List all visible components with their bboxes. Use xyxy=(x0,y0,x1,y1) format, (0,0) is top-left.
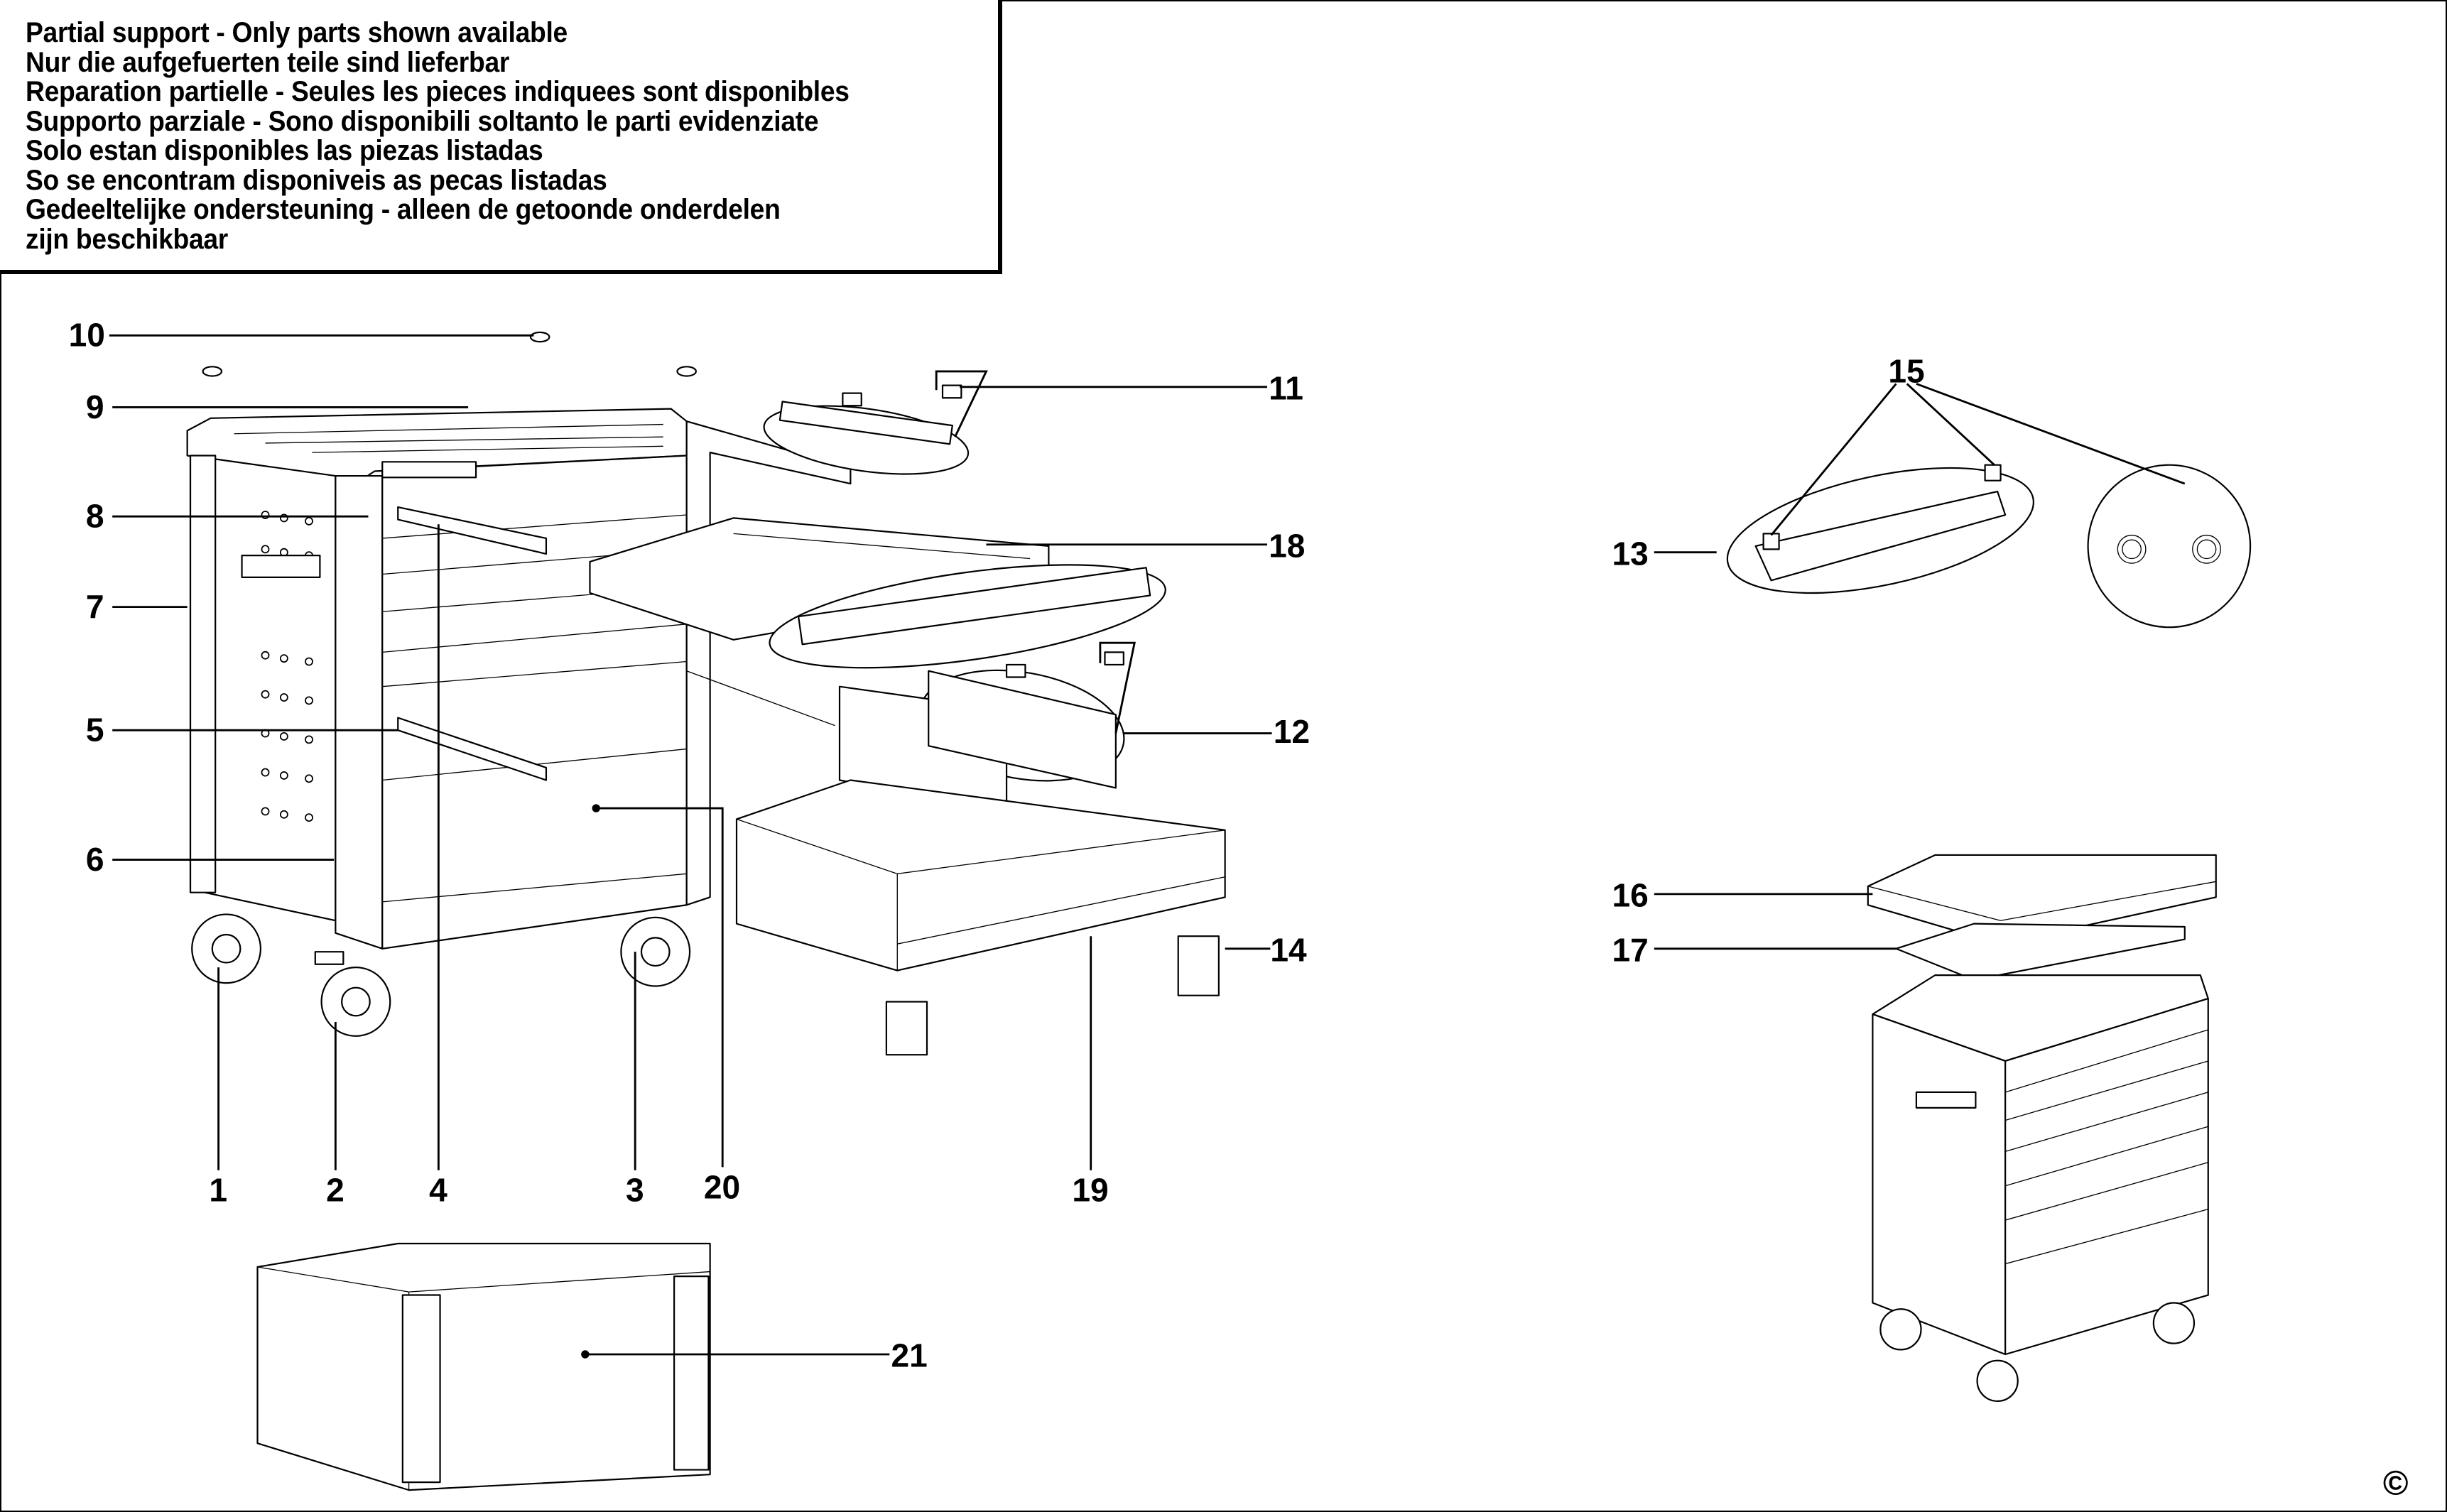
notice-line-nl: Gedeeltelijke ondersteuning - alleen de … xyxy=(26,194,781,225)
callout-4: 4 xyxy=(429,1172,447,1209)
tool-cabinet-assembly xyxy=(186,331,852,1037)
callout-7: 7 xyxy=(86,588,104,625)
rear-corner-post xyxy=(189,455,217,893)
front-corner-post xyxy=(335,474,384,950)
spring-detail-bubble-15 xyxy=(2087,464,2252,629)
bottom-drawer-21 xyxy=(256,1242,711,1491)
callout-13: 13 xyxy=(1612,535,1649,572)
callout-12: 12 xyxy=(1274,713,1310,750)
callout-1: 1 xyxy=(209,1172,227,1209)
notice-line-es: Solo estan disponibles las piezas listad… xyxy=(26,135,543,166)
notice-line-fr: Reparation partielle - Seules les pieces… xyxy=(26,76,850,107)
top-mat-17 xyxy=(1895,923,2186,981)
notice-line-de: Nur die aufgefuerten teile sind lieferba… xyxy=(26,46,510,78)
callout-11: 11 xyxy=(1269,369,1303,406)
callout-20: 20 xyxy=(704,1168,740,1205)
callout-3: 3 xyxy=(626,1172,644,1209)
notice-line-it: Supporto parziale - Sono disponibili sol… xyxy=(26,105,819,137)
notice-line-pt: So se encontram disponiveis as pecas lis… xyxy=(26,164,607,196)
drawer-corner-14 xyxy=(1177,935,1220,996)
handle-13 xyxy=(1754,490,2007,582)
drawer-slide-pair-upper xyxy=(397,506,548,555)
callout-16: 16 xyxy=(1612,876,1649,913)
callout-6: 6 xyxy=(86,841,104,878)
deep-drawer-19 xyxy=(735,779,1226,972)
callout-9: 9 xyxy=(86,388,104,425)
leader-lines xyxy=(109,334,2186,1356)
drawer-handle-18 xyxy=(798,567,1151,646)
callout-21: 21 xyxy=(891,1337,927,1374)
callout-8: 8 xyxy=(86,498,104,535)
copyright-mark: © xyxy=(2383,1464,2409,1503)
callout-labels: 10 9 8 7 5 6 1 2 4 3 20 19 11 18 12 14 2… xyxy=(69,317,2409,1503)
top-lid-16 xyxy=(1867,854,2217,945)
casters xyxy=(191,913,691,1037)
drawer-slide-pair-lower xyxy=(397,717,548,781)
callout-5: 5 xyxy=(86,712,104,749)
callout-10: 10 xyxy=(69,317,105,354)
callout-19: 19 xyxy=(1072,1172,1108,1209)
drawer-handle-12 xyxy=(928,670,1117,789)
drawer-corner-14b xyxy=(885,1001,928,1056)
facom-logo-front xyxy=(381,461,477,479)
top-nuts xyxy=(202,331,697,377)
callout-15: 15 xyxy=(1888,352,1924,389)
callout-14: 14 xyxy=(1270,931,1307,968)
springs-15 xyxy=(2117,534,2221,564)
notice-line-nl-cont: zijn beschikbaar xyxy=(26,223,228,255)
side-peg-holes xyxy=(261,511,313,822)
top-tray-grid xyxy=(234,423,663,453)
facom-logo-side xyxy=(241,555,321,578)
cabinet-assembled-view xyxy=(1872,974,2209,1403)
callout-17: 17 xyxy=(1612,931,1649,968)
callout-18: 18 xyxy=(1269,527,1305,564)
partial-support-notice: Partial support - Only parts shown avail… xyxy=(0,0,1002,274)
callout-2: 2 xyxy=(326,1172,344,1209)
cabinet-front xyxy=(381,455,688,950)
notice-line-en: Partial support - Only parts shown avail… xyxy=(26,17,568,48)
drawer-handle-11 xyxy=(778,401,953,445)
